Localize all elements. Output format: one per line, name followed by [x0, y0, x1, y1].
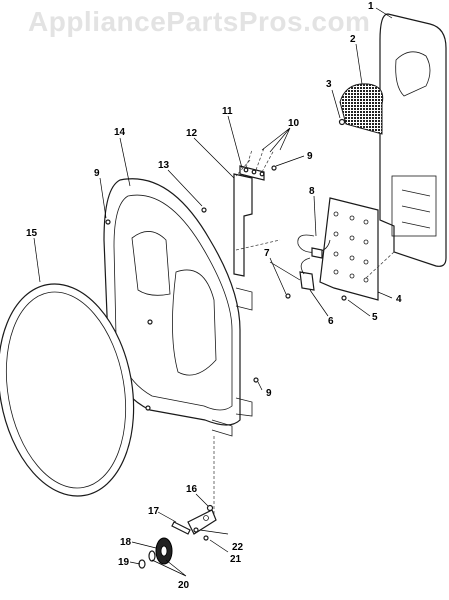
callout-22: 22	[232, 542, 244, 553]
axle-part-17[interactable]	[171, 521, 191, 535]
sensor-part[interactable]	[297, 234, 331, 291]
callout-5: 5	[372, 312, 378, 323]
callout-3: 3	[326, 79, 332, 90]
screw-part-bulkhead[interactable]	[147, 319, 153, 325]
screw-part-9b[interactable]	[271, 165, 277, 171]
screw-part-22[interactable]	[203, 535, 209, 541]
callout-19: 19	[118, 557, 130, 568]
callout-9-bottom: 9	[266, 388, 272, 399]
screw-part-5[interactable]	[341, 295, 347, 301]
callout-17: 17	[148, 506, 160, 517]
callout-14: 14	[114, 127, 126, 138]
callout-18: 18	[120, 537, 132, 548]
callout-6: 6	[328, 316, 334, 327]
screw-part-9a[interactable]	[105, 219, 111, 225]
leader-lines	[33, 7, 393, 577]
callout-15: 15	[26, 228, 38, 239]
callout-9-left: 9	[94, 168, 100, 179]
callout-12: 12	[186, 128, 198, 139]
callout-16: 16	[186, 484, 198, 495]
callout-8: 8	[309, 186, 315, 197]
screw-part-7[interactable]	[285, 293, 291, 299]
screw-part-3[interactable]	[338, 118, 346, 126]
roller-wheel-part[interactable]	[155, 537, 173, 565]
callout-10: 10	[288, 118, 300, 129]
felt-seal-part[interactable]	[0, 273, 150, 507]
callout-2: 2	[350, 34, 356, 45]
callout-20: 20	[178, 580, 190, 591]
screw-part-bulkhead-lower[interactable]	[145, 405, 151, 411]
rear-panel-part[interactable]	[379, 13, 447, 267]
bracket-part[interactable]	[233, 173, 253, 277]
assembly-guide	[213, 159, 395, 520]
screw-part-9c[interactable]	[253, 377, 259, 383]
watermark-logo: AppliancePartsPros.com	[28, 6, 371, 37]
callout-7: 7	[264, 248, 270, 259]
front-bulkhead-part[interactable]	[103, 178, 253, 437]
lint-screen-part[interactable]	[339, 83, 384, 135]
clip-part-16[interactable]	[206, 504, 214, 512]
callout-21: 21	[230, 554, 242, 565]
terminal-block-part[interactable]	[239, 147, 275, 181]
callout-13: 13	[158, 160, 170, 171]
callout-1: 1	[368, 1, 374, 12]
screw-part-21[interactable]	[193, 527, 199, 533]
callout-9-top: 9	[307, 151, 313, 162]
callout-11: 11	[222, 106, 233, 117]
control-board-part[interactable]	[319, 197, 379, 301]
screw-part-13[interactable]	[201, 207, 207, 213]
washer-part-20[interactable]	[148, 550, 156, 562]
callout-4: 4	[396, 294, 402, 305]
